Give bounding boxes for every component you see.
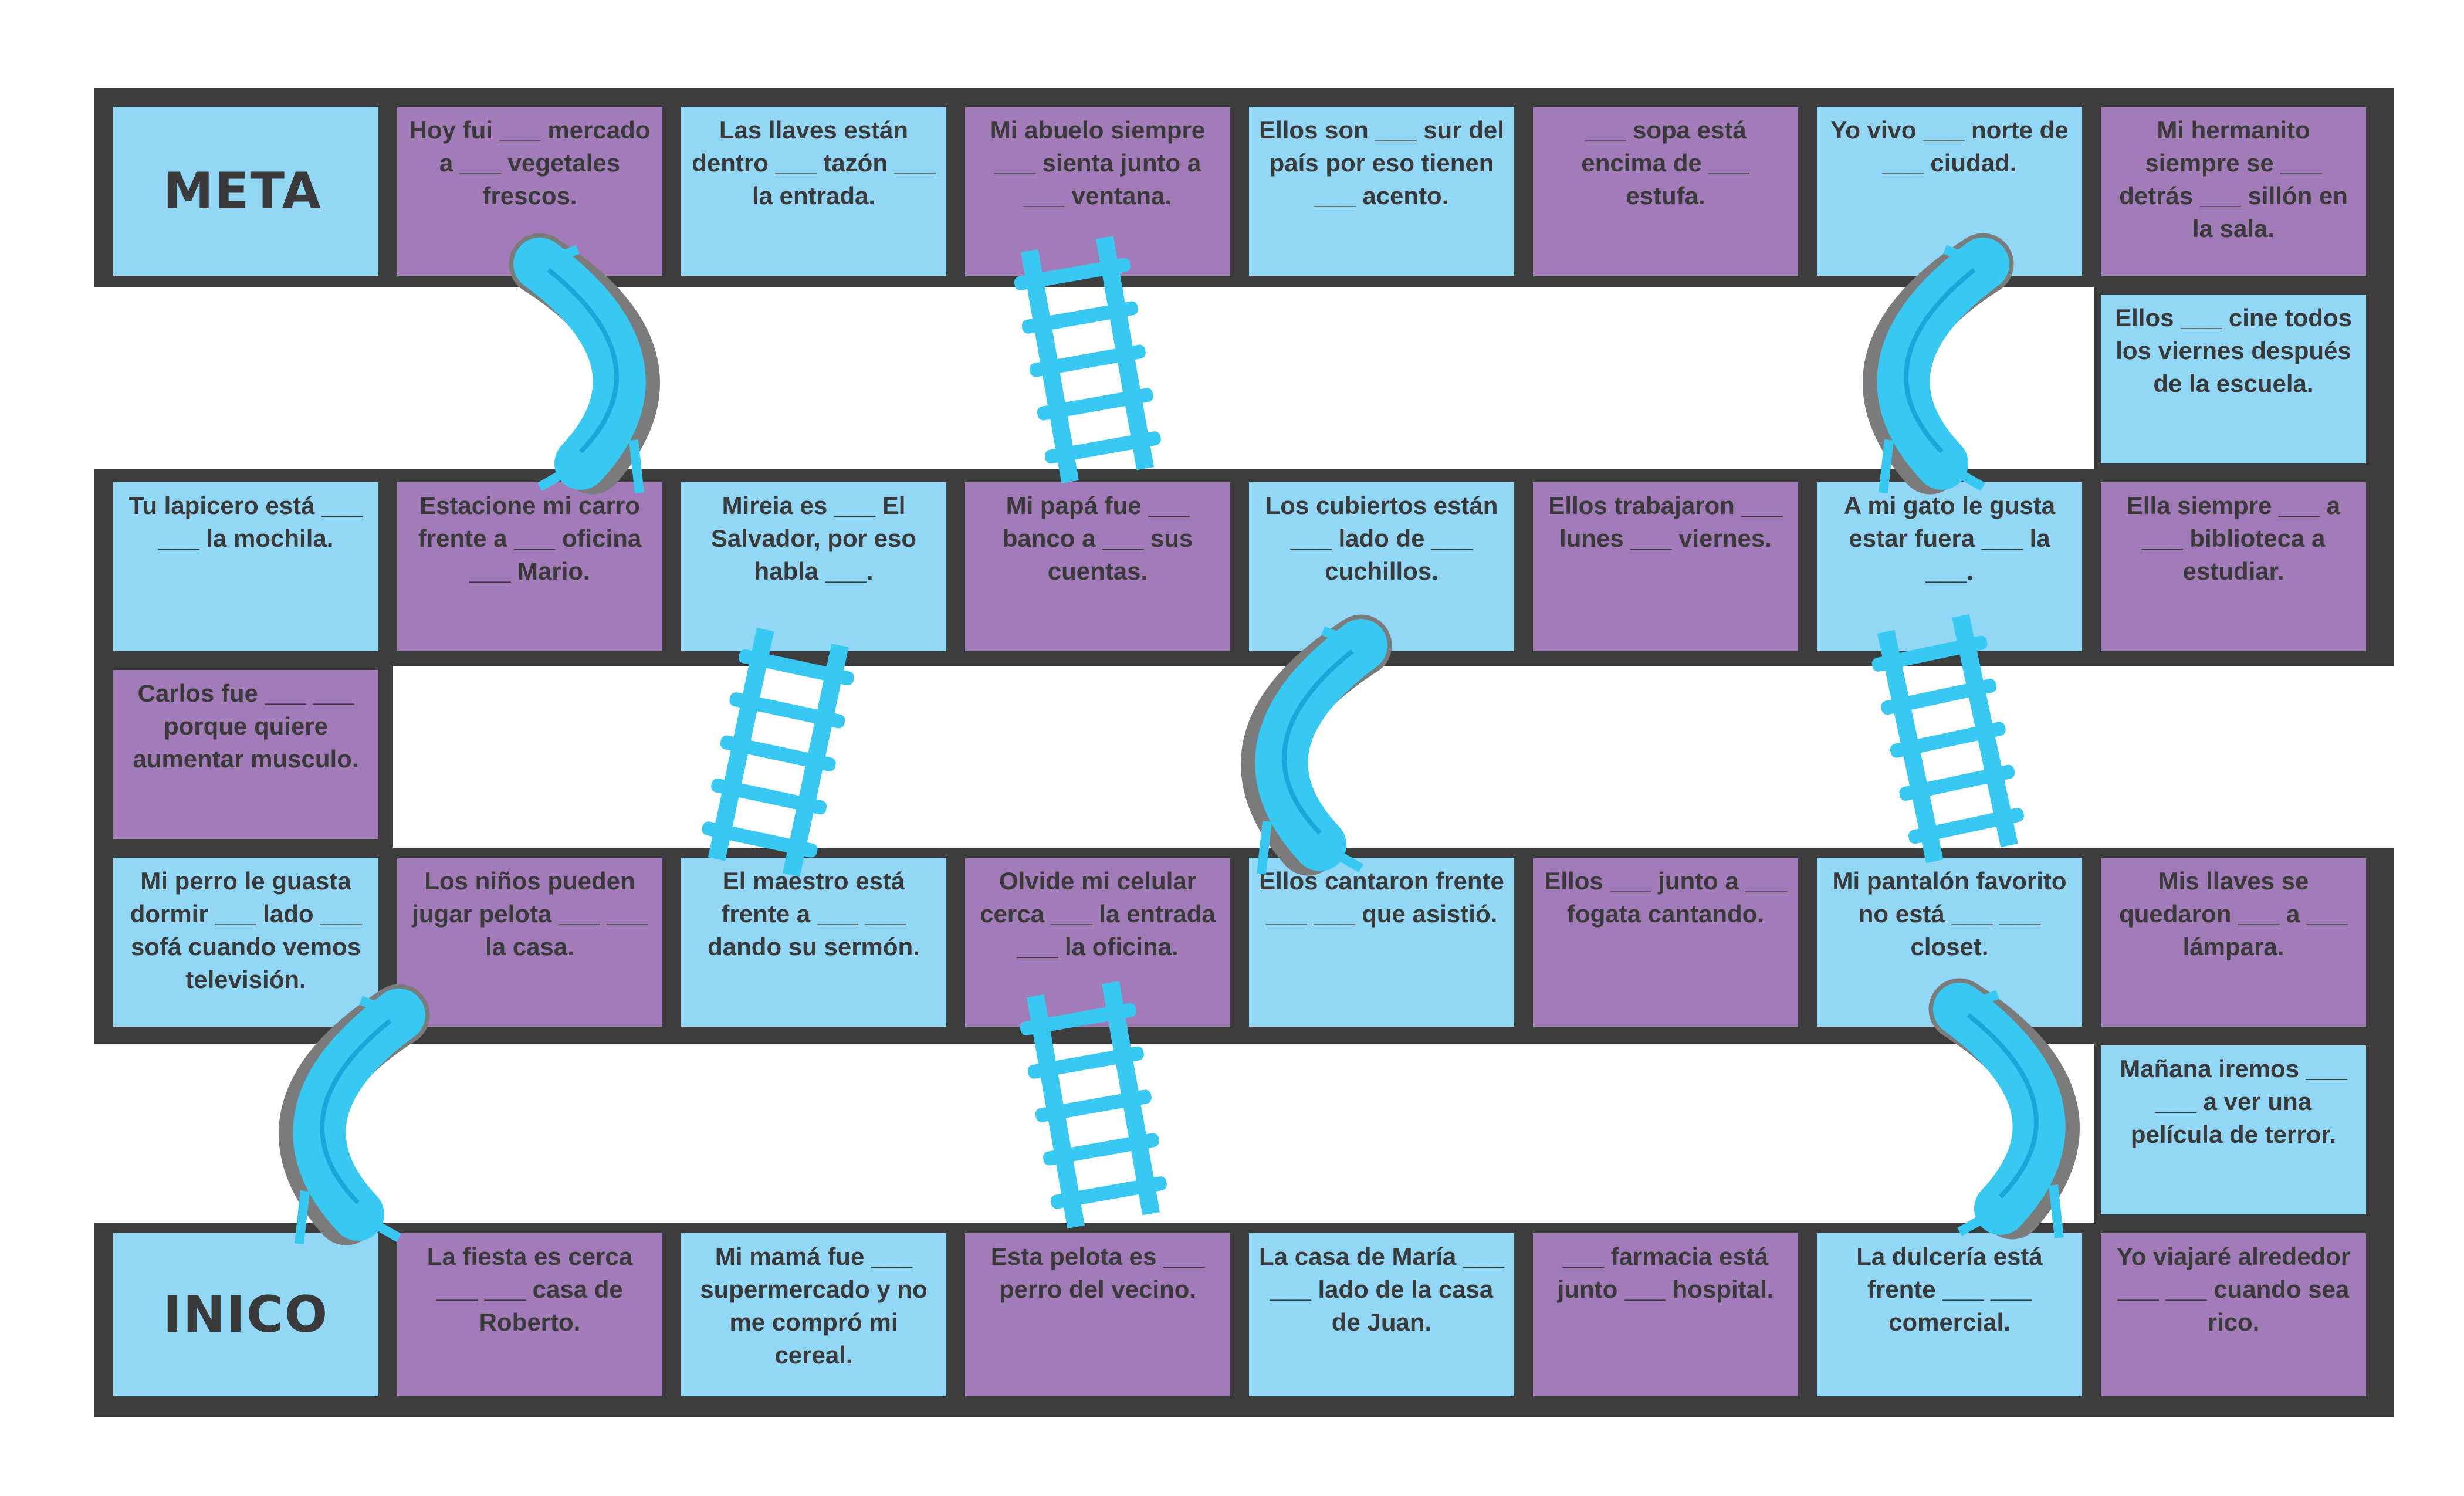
square-text: La casa de María ___ ___ lado de la casa…: [1259, 1243, 1504, 1336]
square-text: Estacione mi carro frente a ___ oficina …: [418, 492, 642, 585]
inico-label: INICO: [163, 1285, 329, 1344]
square-text: Mi hermanito siempre se ___ detrás ___ s…: [2119, 116, 2348, 242]
square-text: Esta pelota es ___ perro del vecino.: [990, 1243, 1205, 1303]
board-square: Mi hermanito siempre se ___ detrás ___ s…: [2101, 107, 2366, 276]
square-text: Hoy fui ___ mercado a ___ vegetales fres…: [409, 116, 651, 209]
square-text: A mi gato le gusta estar fuera ___ la __…: [1843, 492, 2056, 585]
square-text: Yo vivo ___ norte de ___ ciudad.: [1830, 116, 2069, 177]
board-square: Las llaves están dentro ___ tazón ___ la…: [681, 107, 946, 276]
square-text: Mi pantalón favorito no está ___ ___ clo…: [1832, 867, 2067, 960]
square-text: Los cubiertos están ___ lado de ___ cuch…: [1265, 492, 1498, 585]
board-square: Olvide mi celular cerca ___ la entrada _…: [965, 858, 1230, 1027]
board-square: ___ farmacia está junto ___ hospital.: [1533, 1233, 1798, 1396]
square-text: Mi perro le guasta dormir ___ lado ___ s…: [130, 867, 362, 993]
square-text: Ellos cantaron frente ___ ___ que asisti…: [1259, 867, 1504, 928]
board-square: La fiesta es cerca ___ ___ casa de Rober…: [397, 1233, 662, 1396]
square-text: Carlos fue ___ ___ porque quiere aumenta…: [133, 679, 359, 773]
board-square: Ella siempre ___ a ___ biblioteca a estu…: [2101, 482, 2366, 651]
square-text: Mireia es ___ El Salvador, por eso habla…: [710, 492, 917, 585]
board-square: Estacione mi carro frente a ___ oficina …: [397, 482, 662, 651]
board-square: ___ sopa está encima de ___ estufa.: [1533, 107, 1798, 276]
board-square: Ellos trabajaron ___ lunes ___ viernes.: [1533, 482, 1798, 651]
square-text: ___ farmacia está junto ___ hospital.: [1557, 1243, 1774, 1303]
board-square: Esta pelota es ___ perro del vecino.: [965, 1233, 1230, 1396]
square-text: Mi mamá fue ___ supermercado y no me com…: [700, 1243, 928, 1369]
board-square: Carlos fue ___ ___ porque quiere aumenta…: [113, 670, 378, 839]
slide-3: [1261, 631, 1361, 874]
board-square: Los niños pueden jugar pelota ___ ___ la…: [397, 858, 662, 1027]
board-square: Mis llaves se quedaron ___ a ___ lámpara…: [2101, 858, 2366, 1027]
board-square: El maestro está frente a ___ ___ dando s…: [681, 858, 946, 1027]
board-square: La casa de María ___ ___ lado de la casa…: [1249, 1233, 1514, 1396]
board-square: Los cubiertos están ___ lado de ___ cuch…: [1249, 482, 1514, 651]
board-square-inicio: INICO: [113, 1233, 378, 1396]
board-square: Hoy fui ___ mercado a ___ vegetales fres…: [397, 107, 662, 276]
board-square: Yo viajaré alrededor ___ ___ cuando sea …: [2101, 1233, 2366, 1396]
board-square: Mireia es ___ El Salvador, por eso habla…: [681, 482, 946, 651]
square-text: Olvide mi celular cerca ___ la entrada _…: [980, 867, 1216, 960]
board-square: A mi gato le gusta estar fuera ___ la __…: [1817, 482, 2082, 651]
square-text: Los niños pueden jugar pelota ___ ___ la…: [412, 867, 648, 960]
board-square-meta: META: [113, 107, 378, 276]
board-square: Mi perro le guasta dormir ___ lado ___ s…: [113, 858, 378, 1027]
board-square: Mi papá fue ___ banco a ___ sus cuentas.: [965, 482, 1230, 651]
board-square: Mi abuelo siempre ___ sienta junto a ___…: [965, 107, 1230, 276]
square-text: Ellos trabajaron ___ lunes ___ viernes.: [1548, 492, 1783, 552]
square-text: Yo viajaré alrededor ___ ___ cuando sea …: [2116, 1243, 2351, 1336]
square-text: Ella siempre ___ a ___ biblioteca a estu…: [2126, 492, 2341, 585]
board-square: Mañana iremos ___ ___ a ver una película…: [2101, 1045, 2366, 1214]
board-square: Ellos ___ junto a ___ fogata cantando.: [1533, 858, 1798, 1027]
board-square: Mi pantalón favorito no está ___ ___ clo…: [1817, 858, 2082, 1027]
square-text: Ellos ___ cine todos los viernes después…: [2115, 304, 2352, 397]
square-text: Ellos son ___ sur del país por eso tiene…: [1259, 116, 1504, 209]
board-square: Yo vivo ___ norte de ___ ciudad.: [1817, 107, 2082, 276]
square-text: Mi papá fue ___ banco a ___ sus cuentas.: [1002, 492, 1193, 585]
square-text: La fiesta es cerca ___ ___ casa de Rober…: [427, 1243, 633, 1336]
square-text: El maestro está frente a ___ ___ dando s…: [708, 867, 920, 960]
square-text: Mis llaves se quedaron ___ a ___ lámpara…: [2119, 867, 2348, 960]
board-square: Ellos son ___ sur del país por eso tiene…: [1249, 107, 1514, 276]
board-square: Mi mamá fue ___ supermercado y no me com…: [681, 1233, 946, 1396]
square-text: ___ sopa está encima de ___ estufa.: [1581, 116, 1750, 209]
square-text: Las llaves están dentro ___ tazón ___ la…: [692, 116, 936, 209]
square-text: Mi abuelo siempre ___ sienta junto a ___…: [990, 116, 1206, 209]
square-text: Mañana iremos ___ ___ a ver una película…: [2120, 1055, 2347, 1148]
board-square: Tu lapicero está ___ ___ la mochila.: [113, 482, 378, 651]
meta-label: META: [163, 162, 322, 221]
board-square: Ellos ___ cine todos los viernes después…: [2101, 295, 2366, 463]
square-text: Tu lapicero está ___ ___ la mochila.: [128, 492, 363, 552]
square-text: La dulcería está frente ___ ___ comercia…: [1856, 1243, 2043, 1336]
board-square: La dulcería está frente ___ ___ comercia…: [1817, 1233, 2082, 1396]
square-text: Ellos ___ junto a ___ fogata cantando.: [1544, 867, 1787, 928]
board-square: Ellos cantaron frente ___ ___ que asisti…: [1249, 858, 1514, 1027]
